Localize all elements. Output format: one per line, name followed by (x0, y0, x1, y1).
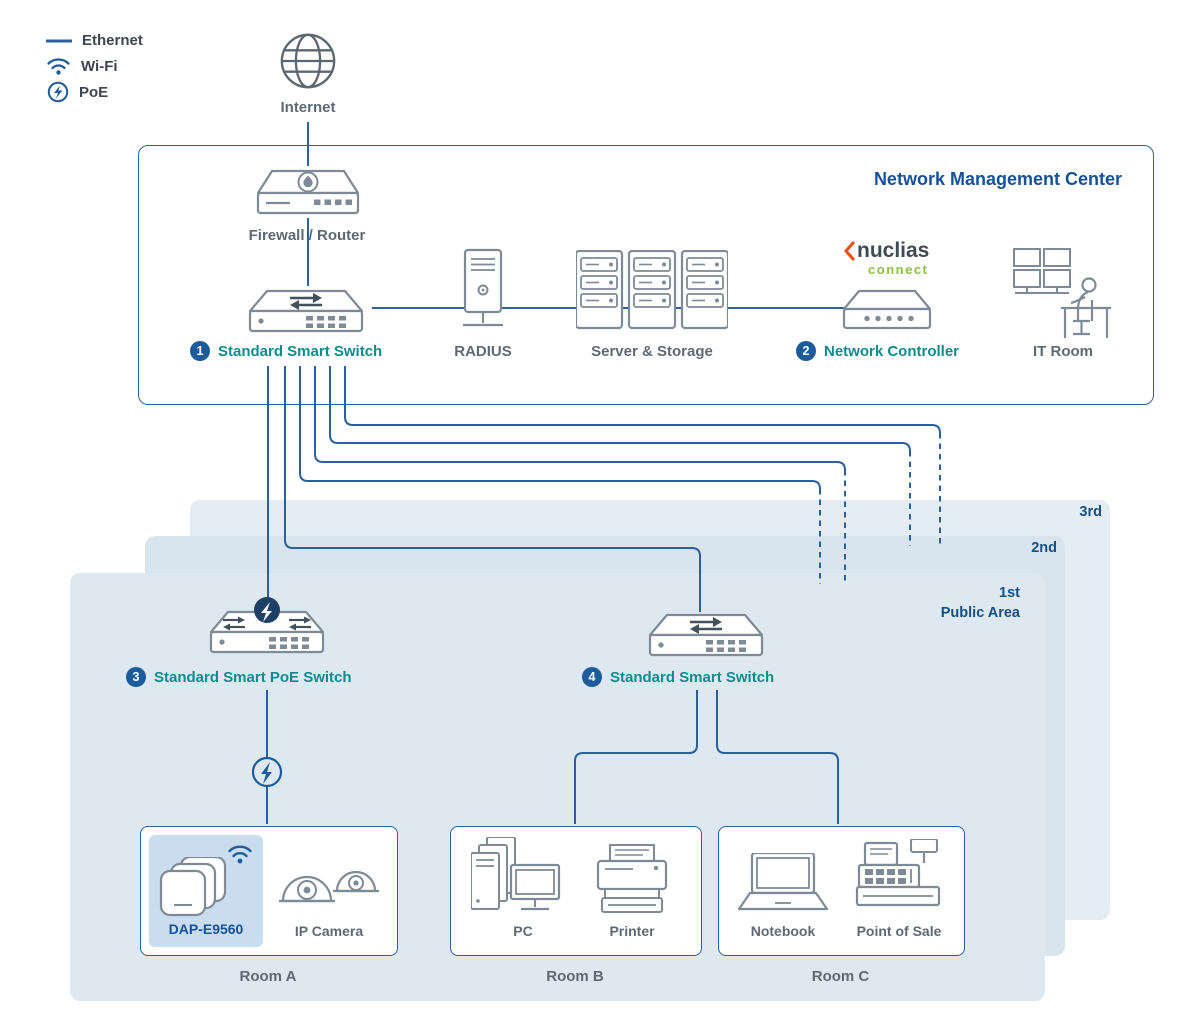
legend-label-ethernet: Ethernet (82, 32, 143, 49)
firewall-label: Firewall / Router (248, 227, 366, 244)
room-a-name: Room A (239, 968, 297, 985)
switch1-label-row: 1 Standard Smart Switch (190, 341, 382, 361)
notebook-label: Notebook (750, 923, 816, 939)
firewall-router-icon (256, 169, 360, 215)
point-of-sale-icon (855, 839, 941, 907)
it-room-icon (1013, 248, 1111, 338)
nuclias-chevron-icon (844, 240, 855, 261)
internet-label: Internet (280, 99, 336, 116)
poe-bolt-icon (251, 756, 283, 788)
room-c-box: Notebook Point of Sale (718, 826, 965, 956)
switch1-badge: 1 (190, 341, 210, 361)
switch1-label: Standard Smart Switch (218, 342, 383, 360)
pos-label: Point of Sale (856, 923, 942, 939)
controller-badge: 2 (796, 341, 816, 361)
itroom-label: IT Room (1033, 343, 1093, 360)
floor-label-3rd: 3rd (1079, 504, 1102, 520)
ethernet-line-icon (46, 39, 72, 42)
legend-item-poe: PoE (47, 81, 108, 103)
room-c-name: Room C (811, 968, 870, 985)
printer-icon (596, 844, 668, 913)
network-management-center-box (138, 145, 1154, 405)
radius-label: RADIUS (454, 343, 512, 360)
legend-label-poe: PoE (79, 83, 109, 101)
internet-globe-icon (280, 33, 336, 89)
dap-label: DAP-E9560 (168, 921, 244, 937)
ip-camera-label: IP Camera (294, 923, 364, 939)
legend-label-wifi: Wi-Fi (81, 57, 118, 75)
nmc-title: Network Management Center (873, 169, 1122, 189)
network-controller-icon (842, 289, 932, 330)
legend-item-ethernet: Ethernet (46, 32, 143, 49)
servers-label: Server & Storage (591, 343, 713, 360)
poe-legend-icon (47, 81, 69, 103)
access-point-stack-icon (159, 857, 227, 917)
room-b-box: PC Printer (450, 826, 702, 956)
floor-label-2nd: 2nd (1031, 540, 1057, 556)
server-storage-icon (576, 250, 728, 330)
switch3-badge: 3 (126, 667, 146, 687)
room-b-name: Room B (546, 968, 604, 985)
nuclias-connect-logo: nuclias connect (843, 240, 929, 277)
nuclias-brand-text: nuclias (857, 239, 930, 262)
dap-cell: DAP-E9560 (149, 835, 263, 947)
radius-server-icon (463, 248, 503, 327)
controller-label-row: 2 Network Controller (796, 341, 959, 361)
smart-switch-1-icon (248, 289, 364, 333)
room-a-box: DAP-E9560 IP Camera (140, 826, 398, 956)
switch4-badge: 4 (582, 667, 602, 687)
pc-label: PC (513, 923, 533, 939)
wifi-legend-icon (47, 58, 70, 75)
notebook-icon (737, 853, 829, 911)
printer-label: Printer (609, 923, 655, 939)
nuclias-brand-row: nuclias (843, 240, 929, 261)
wifi-signal-icon (228, 845, 252, 864)
legend-item-wifi: Wi-Fi (46, 56, 118, 76)
floor-label-public-area: Public Area (940, 605, 1020, 621)
switch3-label-row: 3 Standard Smart PoE Switch (126, 667, 352, 687)
smart-switch-4-icon (648, 613, 764, 657)
controller-label: Network Controller (824, 342, 960, 360)
ip-camera-icon (279, 870, 379, 903)
switch4-label: Standard Smart Switch (610, 668, 775, 686)
nuclias-sub-text: connect (868, 262, 929, 277)
poe-switch-icon (209, 597, 325, 654)
floor-label-1st: 1st (999, 585, 1020, 601)
pc-icon (471, 837, 561, 911)
switch3-label: Standard Smart PoE Switch (154, 668, 352, 686)
switch4-label-row: 4 Standard Smart Switch (582, 667, 774, 687)
